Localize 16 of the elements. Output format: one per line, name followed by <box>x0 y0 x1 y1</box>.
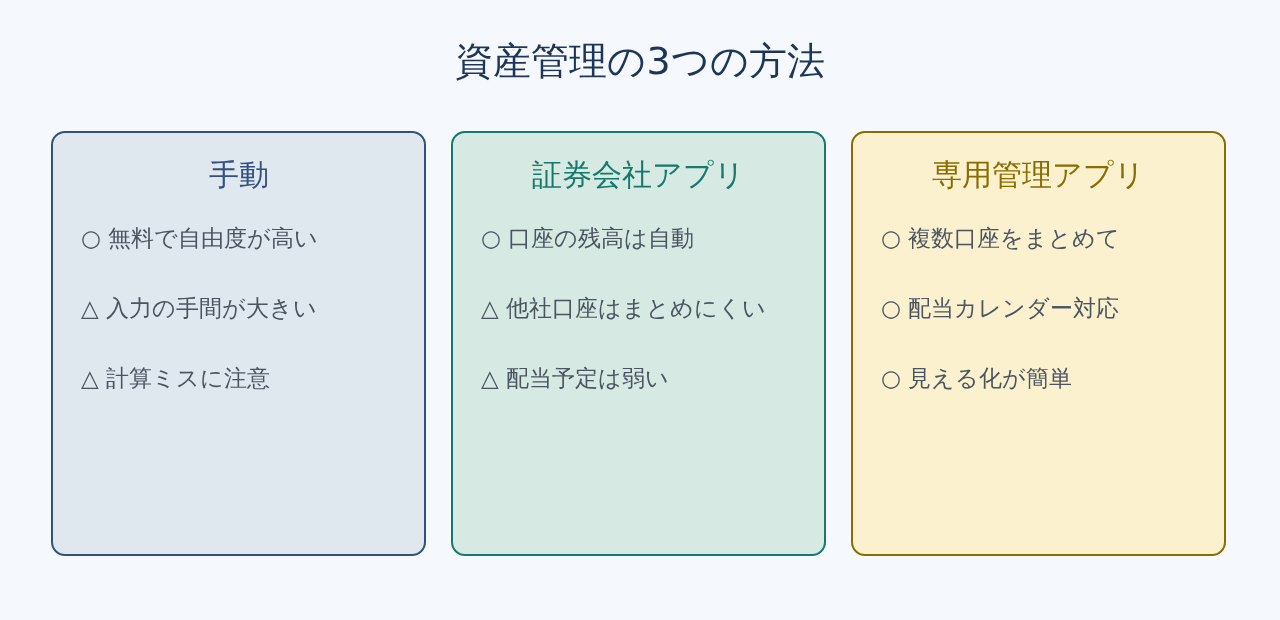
list-item: ○ 配当カレンダー対応 <box>881 294 1120 323</box>
list-item: ○ 見える化が簡単 <box>881 364 1073 393</box>
option-card <box>451 131 826 556</box>
list-item: ○ 複数口座をまとめて <box>881 224 1121 253</box>
card-heading: 専用管理アプリ <box>931 156 1146 194</box>
list-item: △ 計算ミスに注意 <box>81 364 270 393</box>
option-card <box>851 131 1226 556</box>
card-heading: 証券会社アプリ <box>531 156 746 194</box>
list-item: △ 配当予定は弱い <box>481 364 669 393</box>
list-item: △ 入力の手間が大きい <box>81 294 317 323</box>
page-title: 資産管理の3つの方法 <box>455 39 825 83</box>
list-item: ○ 無料で自由度が高い <box>81 224 319 253</box>
list-item: △ 他社口座はまとめにくい <box>481 294 766 323</box>
card-heading: 手動 <box>207 156 270 194</box>
option-card <box>51 131 426 556</box>
list-item: ○ 口座の残高は自動 <box>481 224 695 253</box>
